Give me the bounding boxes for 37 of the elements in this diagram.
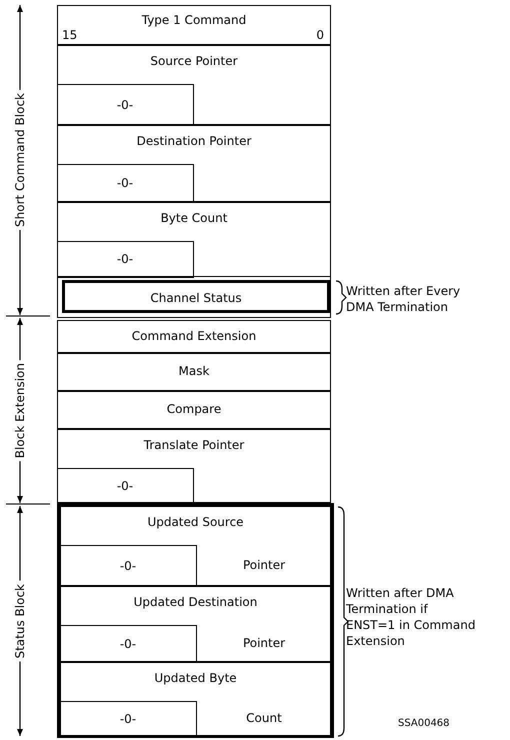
field-name: Type 1 Command: [140, 13, 248, 27]
field-row: [60, 586, 331, 662]
field-name: Command Extension: [130, 328, 258, 342]
field-name: Updated Source: [146, 515, 245, 529]
bit-number: 0: [316, 28, 324, 42]
zero-field: -0-: [56, 240, 194, 278]
field-name: Updated Destination: [132, 595, 258, 609]
field-name: Count: [245, 711, 283, 725]
bit-number: 15: [62, 28, 78, 42]
note: Written after Every DMA Termination: [346, 283, 462, 315]
field-name: Mask: [178, 364, 210, 378]
field-row: [60, 506, 331, 586]
field-name: Pointer: [242, 636, 286, 650]
note: Written after DMA Termination if ENST=1 in Command Extension: [346, 585, 476, 649]
figure-code: SSA00468: [398, 717, 450, 731]
block-label: Status Block: [13, 580, 27, 662]
zero-field: -0-: [56, 468, 194, 504]
field-name: Destination Pointer: [136, 134, 252, 148]
field-row: [60, 662, 331, 736]
block-label: Short Command Block: [13, 90, 27, 230]
block-label: Block Extension: [13, 360, 27, 462]
field-name: Byte Count: [160, 211, 228, 225]
field-name: Compare: [166, 402, 222, 416]
field-row: [57, 353, 331, 391]
field-row: [57, 429, 331, 503]
field-name: Updated Byte: [153, 671, 238, 685]
field-row: [57, 391, 331, 429]
field-row: [57, 202, 331, 277]
field-row: [62, 280, 330, 313]
field-name: Translate Pointer: [142, 438, 246, 452]
field-row: [57, 45, 331, 125]
zero-field: -0-: [60, 700, 196, 736]
field-name: Pointer: [242, 558, 286, 572]
field-row: [57, 125, 331, 202]
field-row: [57, 320, 331, 353]
field-name: Source Pointer: [149, 54, 239, 68]
field-name: Channel Status: [149, 290, 243, 304]
